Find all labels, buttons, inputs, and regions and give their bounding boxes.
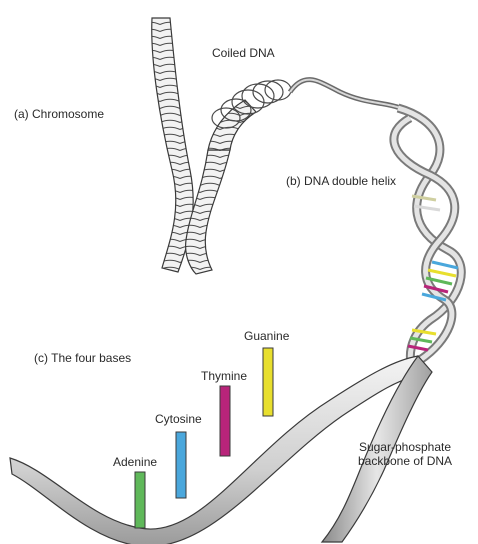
four-bases-label: (c) The four bases bbox=[34, 351, 131, 365]
chromosome-label: (a) Chromosome bbox=[14, 107, 104, 121]
backbone-label: Sugar-phosphate backbone of DNA bbox=[350, 440, 460, 468]
adenine-base bbox=[135, 472, 145, 528]
cytosine-label: Cytosine bbox=[155, 412, 202, 426]
chromosome-right-arm bbox=[186, 150, 230, 274]
double-helix-label: (b) DNA double helix bbox=[286, 174, 396, 188]
backbone-label-line2: backbone of DNA bbox=[350, 454, 460, 468]
double-helix-icon bbox=[394, 108, 461, 378]
thymine-label: Thymine bbox=[201, 369, 247, 383]
cytosine-base bbox=[176, 432, 186, 498]
backbone-label-line1: Sugar-phosphate bbox=[350, 440, 460, 454]
adenine-label: Adenine bbox=[113, 455, 157, 469]
thymine-base bbox=[220, 386, 230, 456]
coiled-dna-label: Coiled DNA bbox=[212, 46, 275, 60]
guanine-label: Guanine bbox=[244, 329, 289, 343]
guanine-base bbox=[263, 348, 273, 416]
